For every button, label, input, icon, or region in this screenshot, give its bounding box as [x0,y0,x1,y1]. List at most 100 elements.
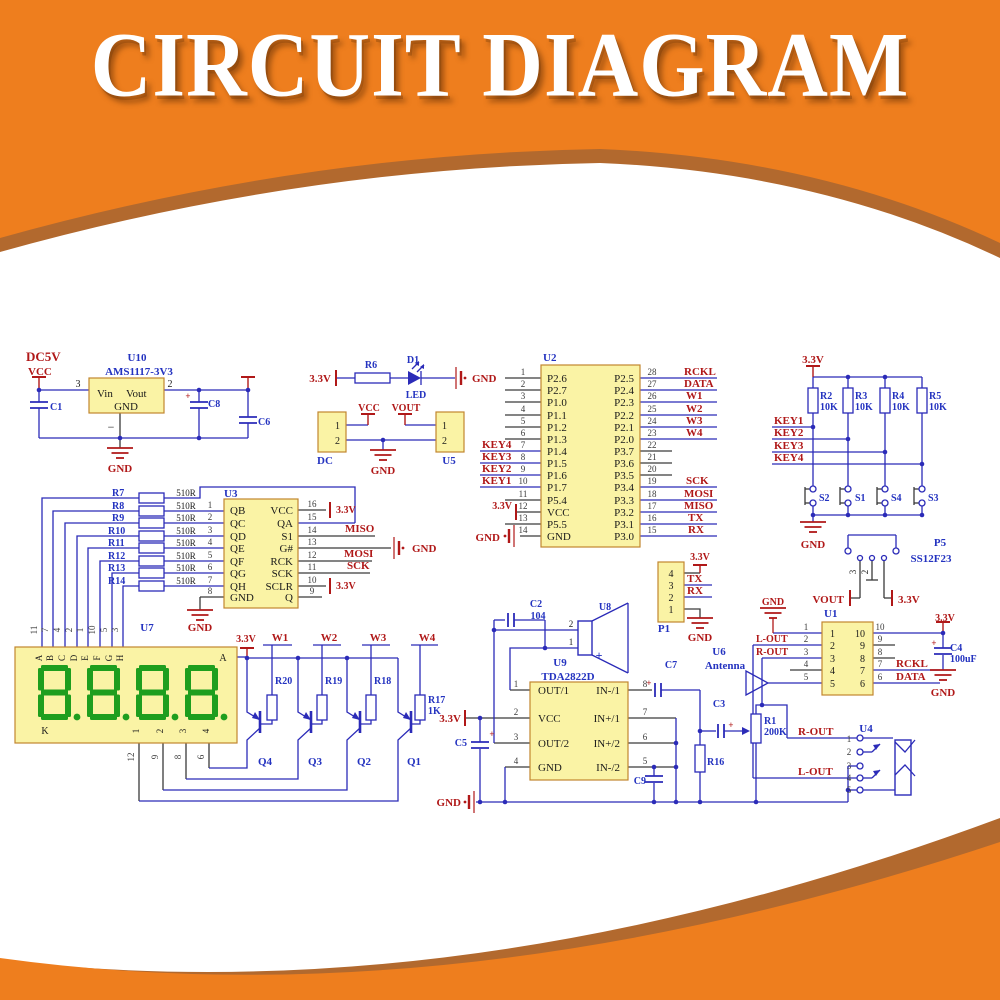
schematic-label: 17 [648,501,658,511]
schematic-label: 3.3V [690,552,711,563]
schematic-label: 7 [521,440,526,450]
schematic-label: 11 [29,626,39,635]
schematic-label: RCKL [896,658,928,670]
resistor [750,713,762,744]
schematic-label: 8 [860,654,865,665]
schematic-label: VOUT [812,594,844,606]
schematic-label: 3 [208,525,213,535]
schematic-label: C1 [50,402,62,413]
schematic-label: 2 [521,379,526,389]
banner-top [0,0,1000,243]
wire [76,535,139,647]
schematic-label: + [728,720,733,730]
schematic-label: P3.7 [614,446,634,458]
schematic-label: GND [114,401,138,413]
schematic-label: 3 [514,732,519,742]
schematic-label: 5 [99,627,109,632]
schematic-label: GND [547,531,571,543]
schematic-label: R9 [112,513,124,524]
schematic-label: W4 [419,632,436,644]
wire [99,560,139,647]
schematic-label: U3 [224,488,238,500]
schematic-label: 8 [208,586,213,596]
schematic-label: 4 [804,659,809,669]
schematic-label: P2.4 [614,385,634,397]
schematic-label: 4 [514,756,519,766]
terminal [856,762,864,770]
schematic-label: VCC [270,505,293,517]
schematic-label: P1.2 [547,422,567,434]
schematic-label: MISO [684,500,714,512]
schematic-label: SCLR [265,581,293,593]
display-segment [136,694,142,717]
wire [591,602,629,622]
junction-dot [845,374,851,380]
schematic-label: KEY2 [482,463,512,475]
schematic-label: 1 [521,367,526,377]
schematic-label: 3 [847,761,852,771]
schematic-label: OUT/1 [538,685,569,697]
banner-bottom [0,842,1000,1000]
schematic-label: 8 [173,754,183,759]
resistor [138,580,165,592]
junction-dot [673,799,679,805]
schematic-label: W3 [370,632,387,644]
display-dot [122,713,130,721]
schematic-label: RCKL [684,366,716,378]
schematic-label: 6 [521,428,526,438]
schematic-label: 15 [648,525,658,535]
schematic-label: 5 [804,672,809,682]
junction-dot [697,799,703,805]
arrow-icon [742,727,750,735]
schematic-label: 16 [308,499,318,509]
arrow-icon [408,371,421,385]
schematic-label: 6 [860,679,865,690]
wire [246,658,261,721]
display-segment [90,665,117,671]
schematic-label: GND [538,762,562,774]
schematic-label: Antenna [705,660,746,672]
display-segment [139,714,166,720]
junction-dot [651,764,657,770]
display-segment [139,665,166,671]
wire [312,720,323,725]
arrow-icon [303,712,311,720]
schematic-label: 2 [860,570,870,575]
ic-box [821,621,874,696]
schematic-label: 3.3V [336,581,357,592]
wire [894,739,916,753]
schematic-label: W1 [272,632,289,644]
arrow-icon [403,712,411,720]
schematic-label: 510R [176,488,196,498]
schematic-label: 4 [208,537,213,547]
schematic-label: P1.4 [547,446,567,458]
schematic-label: 2 [442,436,447,447]
display-segment [163,668,169,691]
schematic-label: Vout [126,388,147,400]
schematic-label: 10 [519,476,529,486]
schematic-label: R2 [820,391,832,402]
schematic-label: H [115,654,125,661]
wire [346,658,361,721]
schematic-label: SCK [347,560,370,572]
junction-dot [697,728,703,734]
schematic-label: C4 [950,643,962,654]
junction-dot [810,512,816,518]
schematic-label: GND [472,373,497,385]
schematic-label: U1 [824,608,837,620]
junction-dot [845,512,851,518]
schematic-label: 3 [521,391,526,401]
arrow-icon [352,712,360,720]
resistor [138,492,165,504]
resistor [354,372,391,384]
wire [297,658,312,721]
schematic-label: TX [687,573,702,585]
ground-icon [463,800,467,804]
arrow-icon [420,364,424,369]
schematic-label: Q2 [357,756,372,768]
schematic-label: DC [317,455,333,467]
junction-dot [502,799,508,805]
schematic-label: GND [437,797,462,809]
junction-dot [759,702,765,708]
schematic-label: Q4 [258,756,273,768]
